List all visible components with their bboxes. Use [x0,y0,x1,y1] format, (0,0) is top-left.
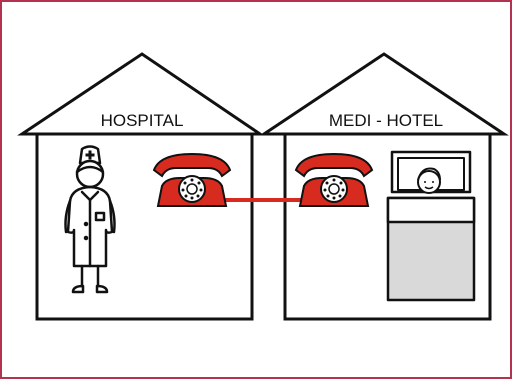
medi-hotel-label: MEDI - HOTEL [329,111,443,130]
hospital-building: HOSPITAL [22,54,260,319]
hospital-label: HOSPITAL [101,111,184,130]
patient-icon [418,168,440,193]
